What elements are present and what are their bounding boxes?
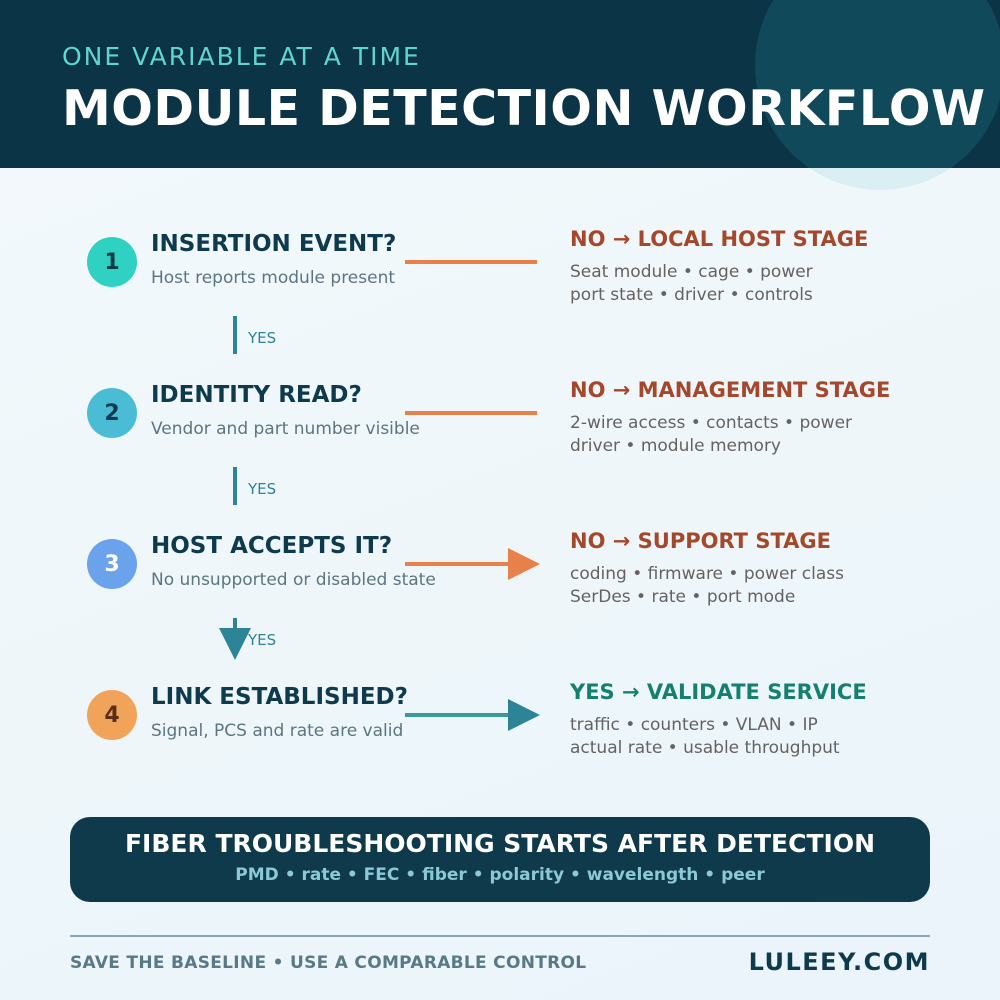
step-3-outcome-heading: NO → SUPPORT STAGE bbox=[570, 529, 831, 553]
step-2-outcome-line-2: driver • module memory bbox=[570, 436, 781, 456]
step-4-yes-arrowhead bbox=[508, 699, 540, 731]
step-4-question: LINK ESTABLISHED? bbox=[151, 684, 408, 710]
footer-tagline: SAVE THE BASELINE • USE A COMPARABLE CON… bbox=[70, 953, 587, 973]
step-4-outcome-heading: YES → VALIDATE SERVICE bbox=[570, 680, 867, 704]
step-2-number-badge: 2 bbox=[87, 388, 137, 438]
banner-subtitle: PMD • rate • FEC • fiber • polarity • wa… bbox=[235, 865, 765, 885]
step-2-yes-label: YES bbox=[248, 480, 277, 498]
header: ONE VARIABLE AT A TIME MODULE DETECTION … bbox=[0, 0, 1000, 168]
step-2-description: Vendor and part number visible bbox=[151, 419, 420, 439]
step-4-number-badge: 4 bbox=[87, 690, 137, 740]
step-1-yes-label: YES bbox=[248, 329, 277, 347]
step-4-outcome-line-2: actual rate • usable throughput bbox=[570, 738, 840, 758]
yes-connector-3-arrowhead bbox=[219, 628, 251, 660]
step-2-outcome-line-1: 2-wire access • contacts • power bbox=[570, 413, 853, 433]
step-1-outcome-heading: NO → LOCAL HOST STAGE bbox=[570, 227, 869, 251]
footer-divider bbox=[70, 935, 930, 937]
step-4-description: Signal, PCS and rate are valid bbox=[151, 721, 404, 741]
step-3-number-badge: 3 bbox=[87, 539, 137, 589]
page-title: MODULE DETECTION WORKFLOW bbox=[62, 80, 986, 137]
step-1-number-badge: 1 bbox=[87, 237, 137, 287]
banner-title: FIBER TROUBLESHOOTING STARTS AFTER DETEC… bbox=[124, 829, 876, 858]
header-kicker: ONE VARIABLE AT A TIME bbox=[62, 42, 421, 71]
step-2-question: IDENTITY READ? bbox=[151, 382, 362, 408]
step-1-description: Host reports module present bbox=[151, 268, 396, 288]
summary-banner: FIBER TROUBLESHOOTING STARTS AFTER DETEC… bbox=[70, 817, 930, 902]
step-3-question: HOST ACCEPTS IT? bbox=[151, 533, 393, 559]
footer-brand: LULEEY.COM bbox=[748, 948, 930, 976]
step-3-yes-label: YES bbox=[248, 631, 277, 649]
step-1-question: INSERTION EVENT? bbox=[151, 231, 397, 257]
step-1-outcome-line-1: Seat module • cage • power bbox=[570, 262, 813, 282]
step-1-outcome-line-2: port state • driver • controls bbox=[570, 285, 813, 305]
step-4-outcome-line-1: traffic • counters • VLAN • IP bbox=[570, 715, 818, 735]
step-3-no-arrowhead bbox=[508, 548, 540, 580]
step-3-outcome-line-2: SerDes • rate • port mode bbox=[570, 587, 796, 607]
step-3-outcome-line-1: coding • firmware • power class bbox=[570, 564, 845, 584]
step-2-outcome-heading: NO → MANAGEMENT STAGE bbox=[570, 378, 891, 402]
step-3-description: No unsupported or disabled state bbox=[151, 570, 436, 590]
decorative-circle bbox=[755, 0, 1000, 168]
